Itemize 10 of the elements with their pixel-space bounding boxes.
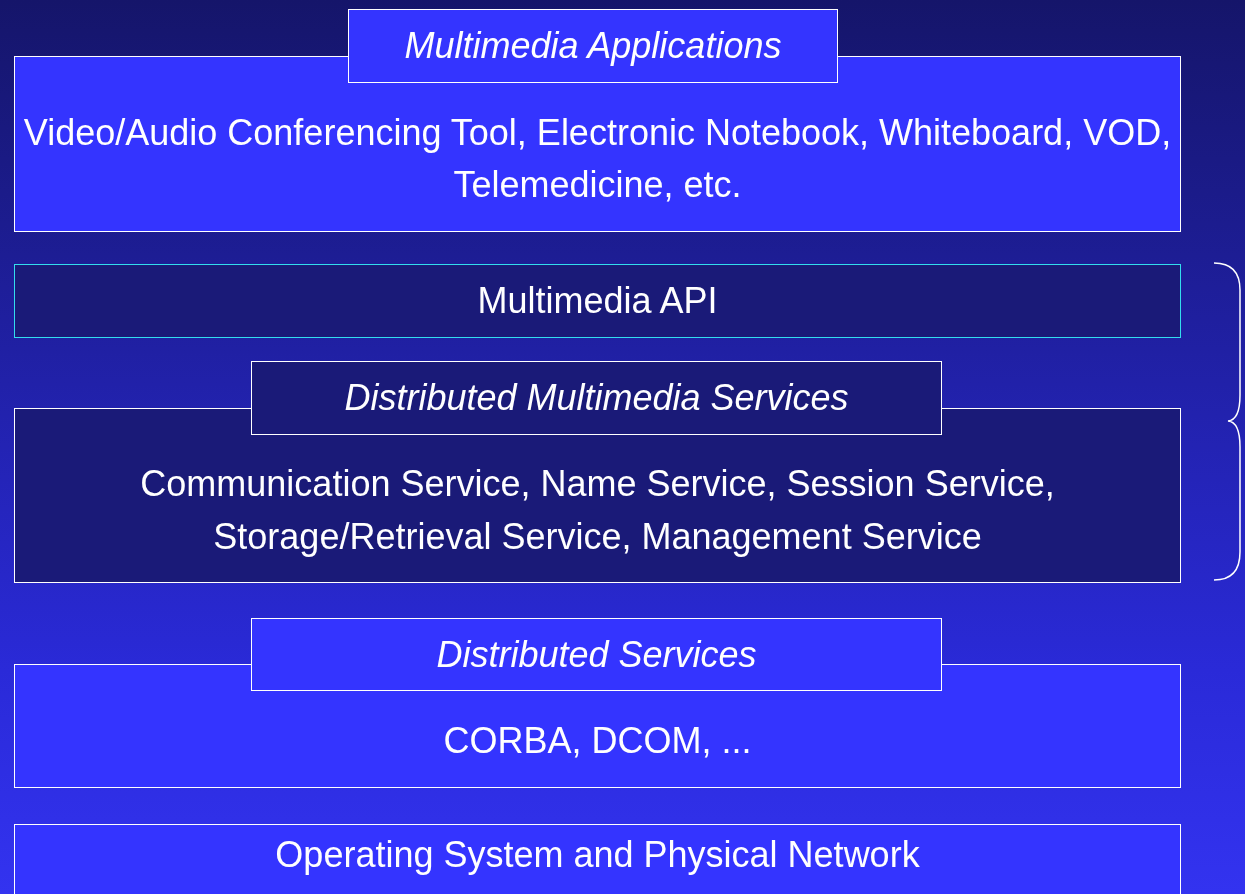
layer-title: Multimedia Applications xyxy=(348,9,838,83)
layer-description: Communication Service, Name Service, Session Service, Storage/Retrieval Service, Management Service xyxy=(139,462,1056,559)
layer-description: CORBA, DCOM, ... xyxy=(443,718,752,763)
layer-description: Video/Audio Conferencing Tool, Electronic Notebook, Whiteboard, VOD, Telemedicine, etc. xyxy=(22,110,1173,207)
layer-title: Distributed Services xyxy=(251,618,942,691)
layer-box xyxy=(14,264,1181,338)
layer-description: Multimedia API xyxy=(477,278,718,323)
layer-title: Distributed Multimedia Services xyxy=(251,361,942,435)
layer-description: Operating System and Physical Network xyxy=(275,832,920,877)
layer-box xyxy=(14,824,1181,894)
